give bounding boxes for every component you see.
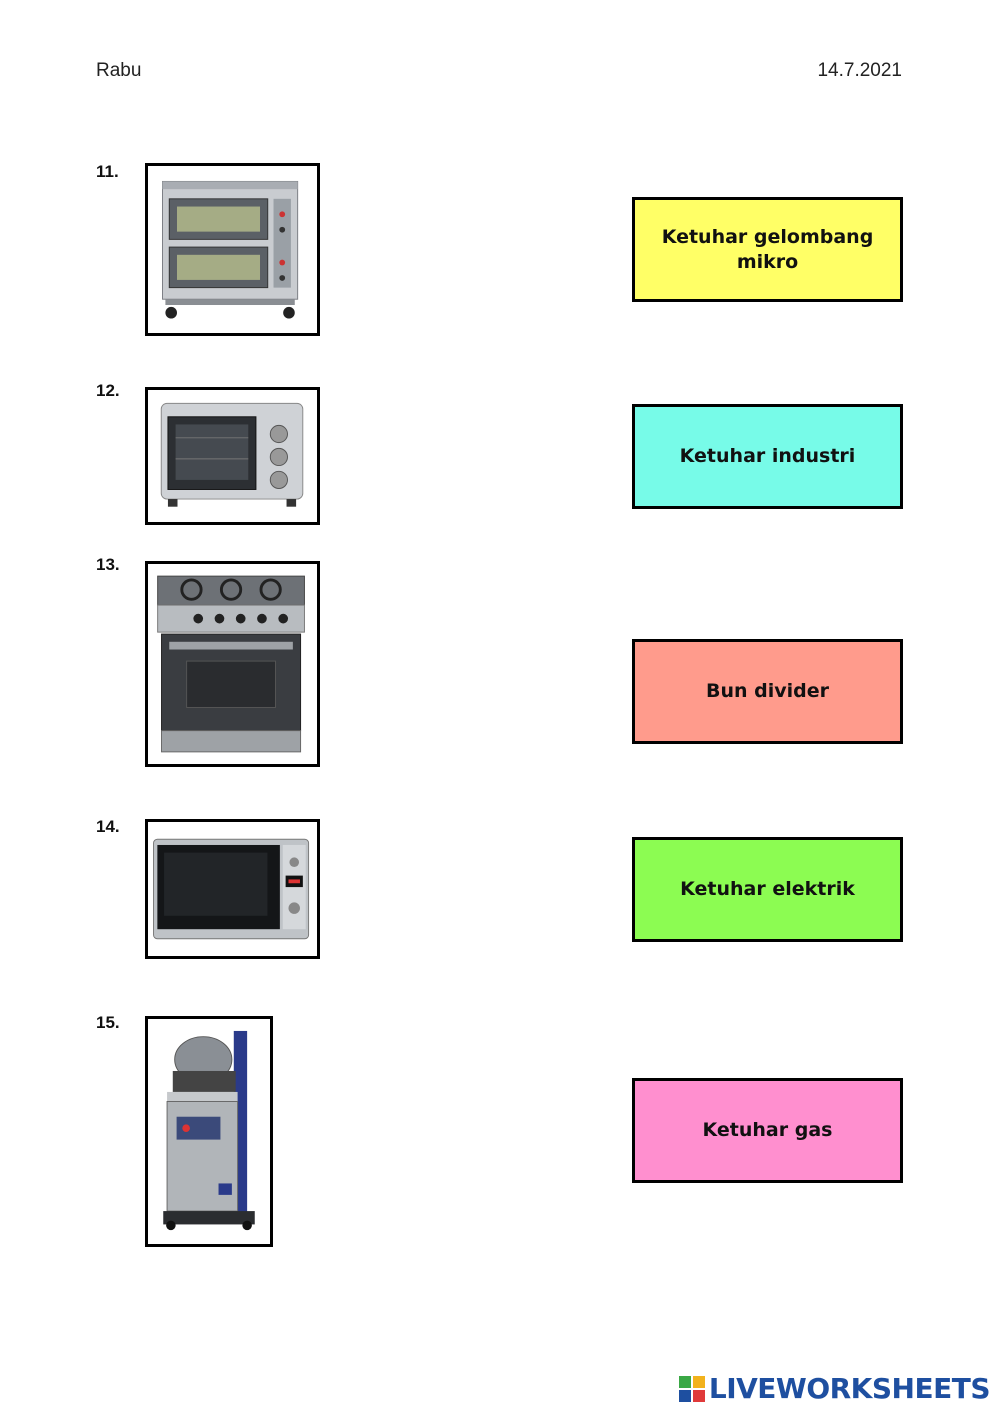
item-number: 14.: [96, 817, 120, 836]
answer-card-ketuhar-elektrik[interactable]: Ketuhar elektrik: [632, 837, 903, 942]
date-label: 14.7.2021: [817, 60, 902, 81]
item-number: 11.: [96, 162, 119, 181]
item-number: 15.: [96, 1013, 120, 1032]
liveworksheets-brand: LIVEWORKSHEETS: [678, 1372, 991, 1405]
brand-name: LIVEWORKSHEETS: [708, 1372, 991, 1405]
day-label: Rabu: [96, 60, 142, 81]
item-number: 13.: [96, 555, 120, 574]
answer-card-ketuhar-gelombang-mikro[interactable]: Ketuhar gelombang mikro: [632, 197, 903, 302]
electric-oven-image: [145, 387, 320, 525]
bun-divider-image: [145, 1016, 273, 1247]
industrial-oven-image: [145, 163, 320, 336]
gas-stove-image: [145, 561, 320, 767]
liveworksheets-logo-icon: [678, 1375, 705, 1402]
answer-card-ketuhar-gas[interactable]: Ketuhar gas: [632, 1078, 903, 1183]
microwave-image: [145, 819, 320, 959]
answer-card-bun-divider[interactable]: Bun divider: [632, 639, 903, 744]
answer-card-ketuhar-industri[interactable]: Ketuhar industri: [632, 404, 903, 509]
item-number: 12.: [96, 381, 120, 400]
